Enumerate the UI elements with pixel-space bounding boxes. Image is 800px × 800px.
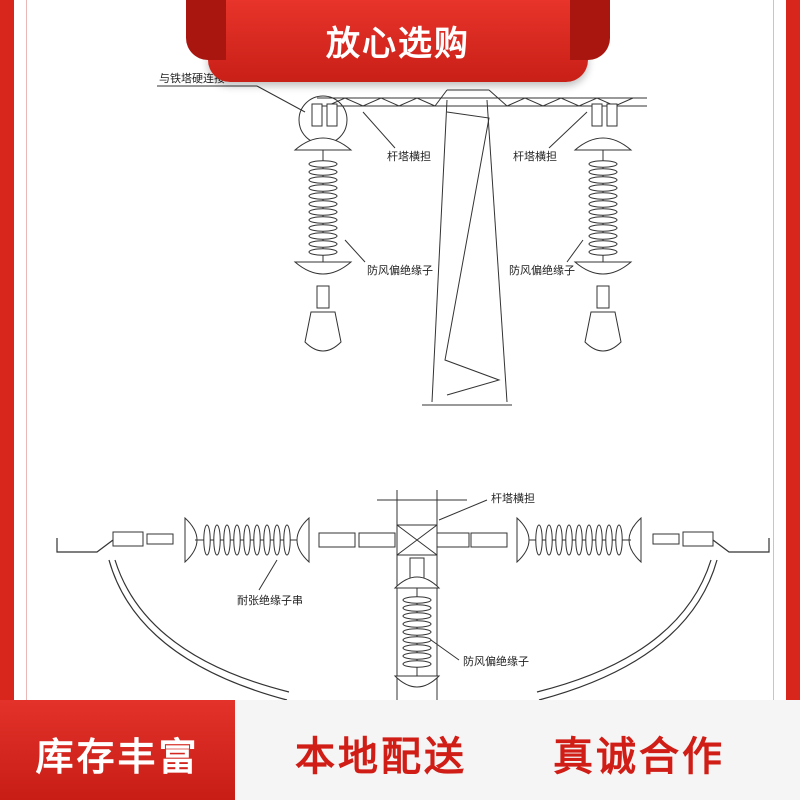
label-crossarm-bottom: 杆塔横担 xyxy=(491,491,535,505)
footer-middle-text: 本地配送 xyxy=(295,734,467,780)
top-callouts: 杆塔横担 杆塔横担 防风偏绝缘子 防风偏绝缘子 xyxy=(344,111,588,277)
label-insulator-bottom: 防风偏绝缘子 xyxy=(463,654,529,668)
diagram-panel: 与铁塔硬连接 xyxy=(26,0,774,800)
bottom-callouts: 杆塔横担 耐张绝缘子串 防风偏绝缘子 xyxy=(237,491,535,668)
footer-bar: 库存丰富 本地配送 真诚合作 xyxy=(0,700,800,800)
top-banner-text: 放心选购 xyxy=(326,24,470,64)
label-insulator-right: 防风偏绝缘子 xyxy=(509,263,575,277)
conductor xyxy=(56,538,770,701)
crossarm-top xyxy=(317,89,647,107)
footer-left-block: 库存丰富 xyxy=(0,700,235,800)
footer-right-block: 本地配送 真诚合作 xyxy=(235,700,800,800)
label-insulator-left: 防风偏绝缘子 xyxy=(367,263,433,277)
insulator-diagram: 与铁塔硬连接 xyxy=(56,72,770,701)
tower-bottom xyxy=(377,490,467,700)
label-rigid-connection: 与铁塔硬连接 xyxy=(159,72,225,85)
tower-top xyxy=(422,99,512,406)
footer-right-text: 真诚合作 xyxy=(553,734,725,780)
top-banner: 放心选购 xyxy=(186,0,610,82)
insulator-bottom xyxy=(393,557,441,688)
tension-string-left xyxy=(112,516,396,564)
insulator-top-left xyxy=(293,103,353,352)
label-tension-string: 耐张绝缘子串 xyxy=(237,593,303,607)
insulator-top-right xyxy=(573,103,633,352)
footer-left-text: 库存丰富 xyxy=(35,735,200,779)
tension-string-right xyxy=(436,516,714,564)
label-crossarm-left: 杆塔横担 xyxy=(387,149,431,163)
label-crossarm-right: 杆塔横担 xyxy=(513,149,557,163)
